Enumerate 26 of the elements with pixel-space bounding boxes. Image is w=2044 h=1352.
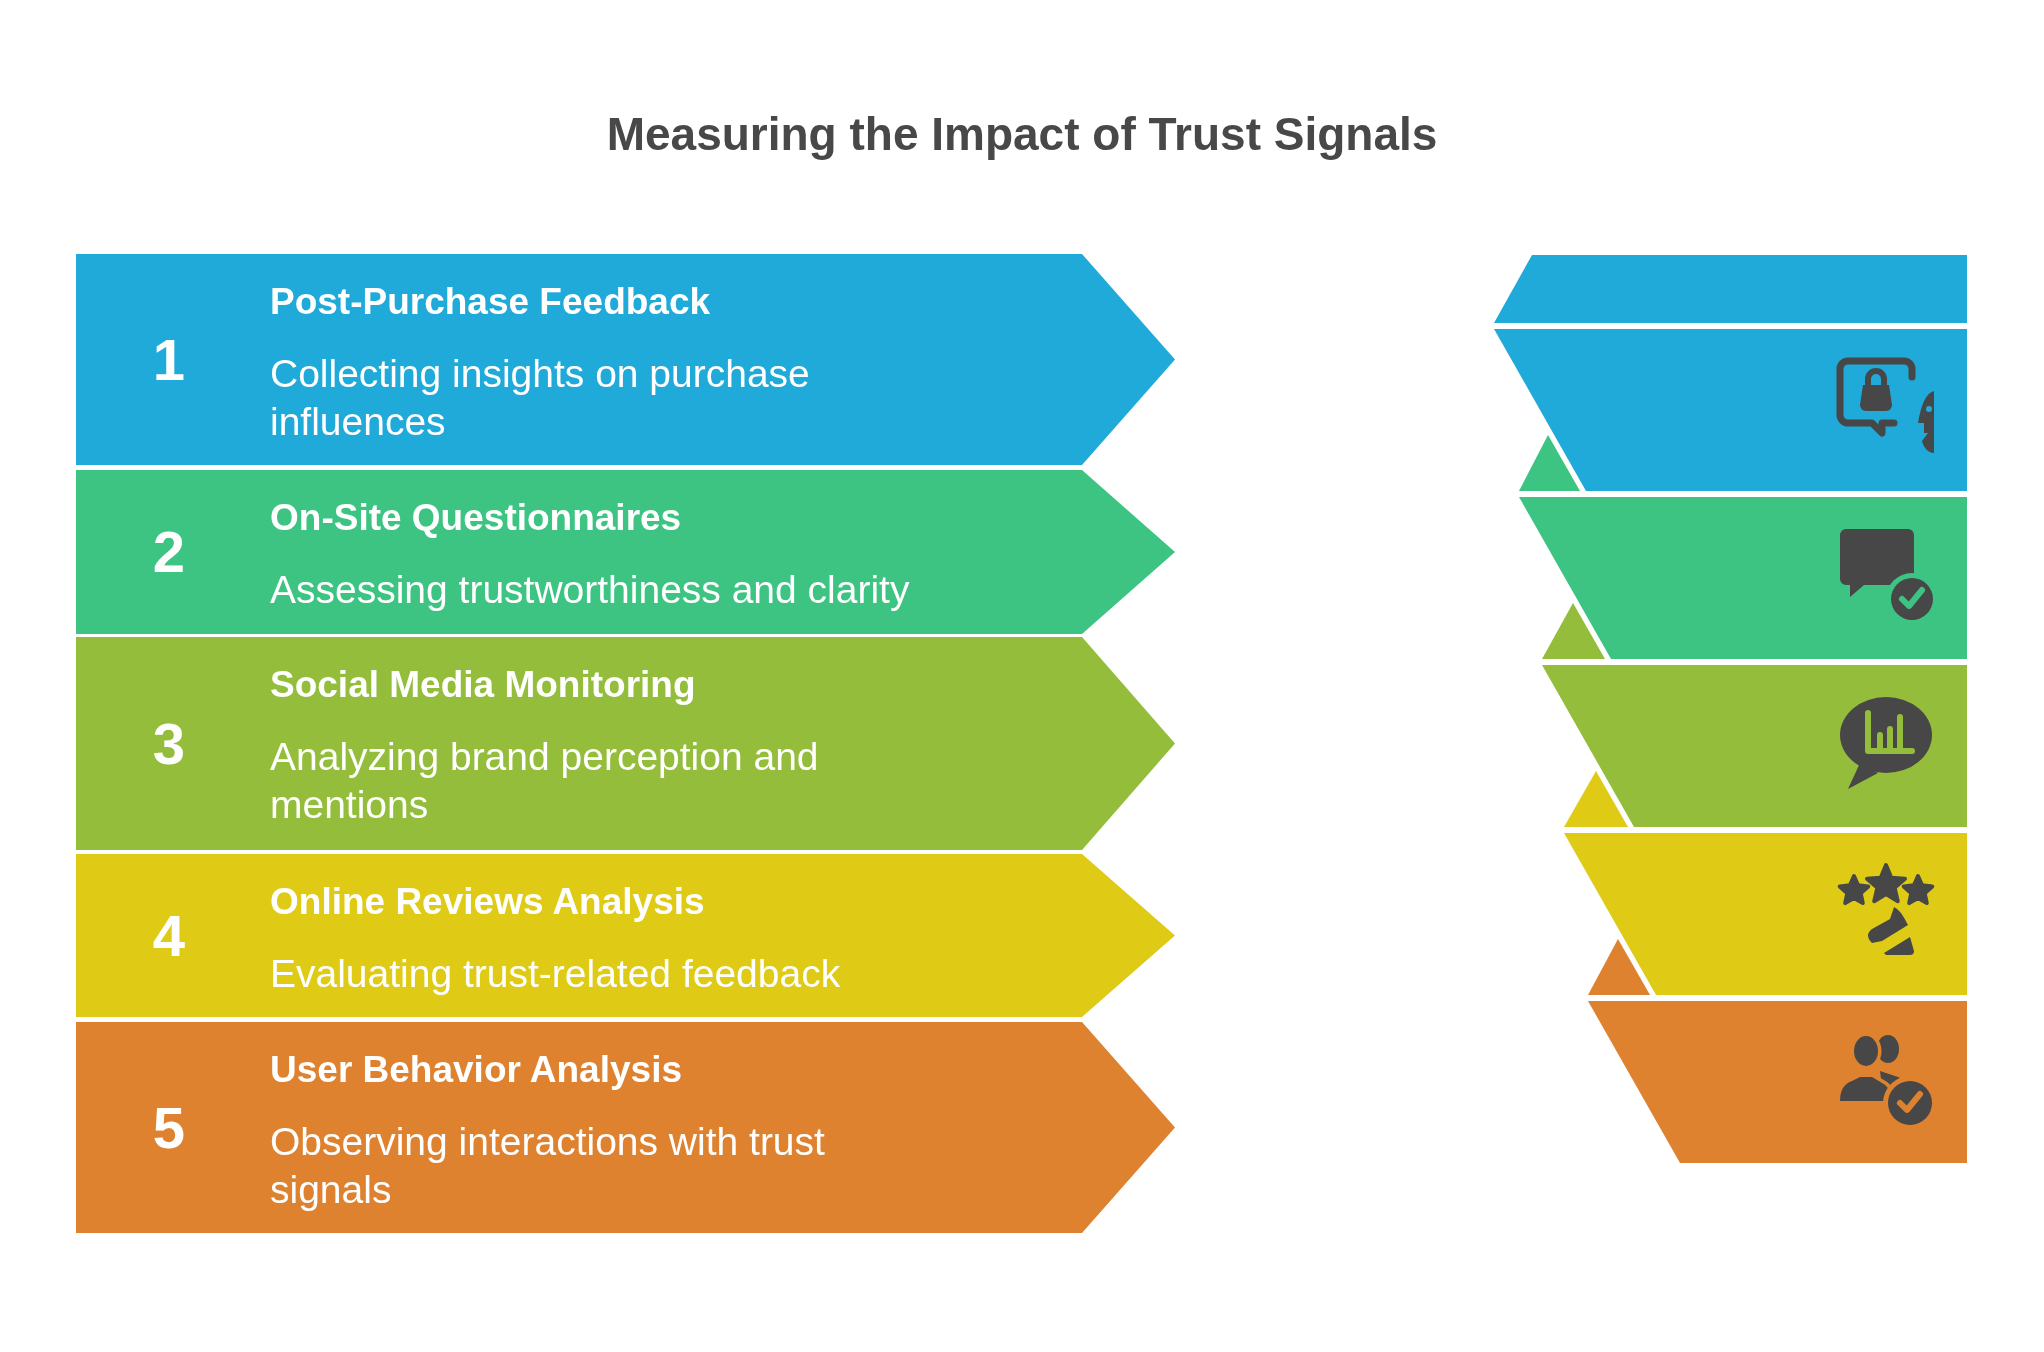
step-number: 1 xyxy=(152,330,186,389)
arrow-band xyxy=(76,1022,1175,1233)
slanted-band xyxy=(1564,833,1967,995)
step-description: Evaluating trust-related feedback xyxy=(270,951,841,997)
step-description: Collecting insights on purchase influences xyxy=(270,351,811,445)
arrow-band xyxy=(76,254,1175,465)
step-heading: Post-Purchase Feedback xyxy=(270,280,711,324)
step-heading: On-Site Questionnaires xyxy=(270,496,682,540)
step-number: 5 xyxy=(152,1098,186,1157)
slanted-band xyxy=(1494,329,1967,491)
slanted-band xyxy=(1519,497,1967,659)
diagram-title: Measuring the Impact of Trust Signals xyxy=(606,107,1438,161)
step-description: Assessing trustworthiness and clarity xyxy=(270,567,910,613)
step-description: Analyzing brand perception and mentions xyxy=(270,734,820,828)
step-description: Observing interactions with trust signals xyxy=(270,1119,826,1213)
arrow-band xyxy=(76,854,1175,1017)
step-number: 4 xyxy=(152,906,186,965)
step-number: 3 xyxy=(152,714,186,773)
step-number: 2 xyxy=(152,523,186,581)
step-heading: Online Reviews Analysis xyxy=(270,880,705,924)
arrow-band xyxy=(76,470,1175,634)
step-heading: User Behavior Analysis xyxy=(270,1048,682,1092)
slanted-band xyxy=(1542,665,1967,827)
slanted-band xyxy=(1588,1001,1967,1163)
arrow-band xyxy=(76,637,1175,850)
step-heading: Social Media Monitoring xyxy=(270,663,696,707)
